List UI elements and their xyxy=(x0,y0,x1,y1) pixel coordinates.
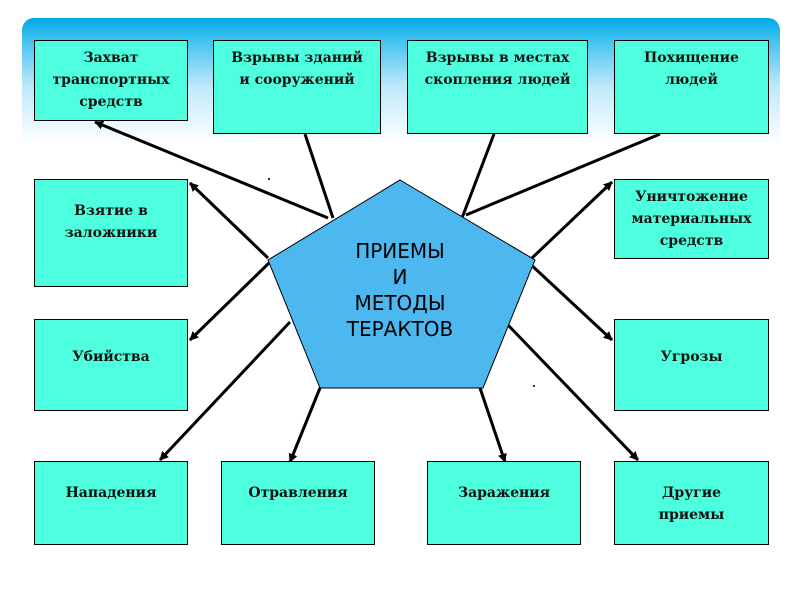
stray-dot xyxy=(268,178,270,180)
center-pentagon xyxy=(267,179,536,389)
box-vzryvy-mesta: Взрывы в местах скопления людей xyxy=(407,40,588,134)
arrow-to-napadeniya xyxy=(158,320,292,462)
box-label: Угрозы xyxy=(660,349,723,365)
line-to-vzryvy-mesta xyxy=(460,133,496,219)
box-unichtozhenie: Уничтожение материальных средств xyxy=(614,179,769,259)
line-to-pohishchenie xyxy=(465,132,661,217)
box-vzyatie: Взятие в заложники xyxy=(34,179,188,287)
box-label: Убийства xyxy=(72,349,150,365)
box-label: Похищение людей xyxy=(644,50,739,88)
line-to-vzryvy-zdaniy xyxy=(303,133,335,219)
box-label: Уничтожение материальных средств xyxy=(631,189,752,249)
box-napadeniya: Нападения xyxy=(34,461,188,545)
center-label: ПРИЕМЫ И МЕТОДЫ ТЕРАКТОВ xyxy=(346,239,454,341)
box-label: Захват транспортных средств xyxy=(52,50,170,110)
arrow-to-ubiystva xyxy=(188,260,272,342)
box-label: Заражения xyxy=(457,485,551,501)
box-otravleniya: Отравления xyxy=(221,461,375,545)
arrow-to-drugie xyxy=(506,323,640,462)
box-pohishchenie: Похищение людей xyxy=(614,40,769,134)
box-zahvat: Захват транспортных средств xyxy=(34,40,188,121)
arrow-to-zarazheniya xyxy=(478,387,507,463)
box-label: Другие приемы xyxy=(658,485,725,523)
box-label: Нападения xyxy=(65,485,157,501)
box-label: Отравления xyxy=(248,485,348,501)
box-label: Взрывы зданий и сооружений xyxy=(231,50,363,88)
stray-dot xyxy=(533,385,535,387)
box-ubiystva: Убийства xyxy=(34,319,188,411)
box-label: Взятие в заложники xyxy=(64,203,158,241)
box-zarazheniya: Заражения xyxy=(427,461,581,545)
arrow-to-zahvat xyxy=(94,120,329,220)
arrow-to-vzyatie xyxy=(188,181,270,260)
box-ugrozy: Угрозы xyxy=(614,319,769,411)
arrow-to-otravleniya xyxy=(288,387,322,463)
arrow-to-ugrozy xyxy=(526,260,614,342)
box-label: Взрывы в местах скопления людей xyxy=(424,50,571,88)
box-drugie: Другие приемы xyxy=(614,461,769,545)
box-vzryvy-zdaniy: Взрывы зданий и сооружений xyxy=(213,40,381,134)
arrow-to-unichtozhenie xyxy=(530,180,614,260)
